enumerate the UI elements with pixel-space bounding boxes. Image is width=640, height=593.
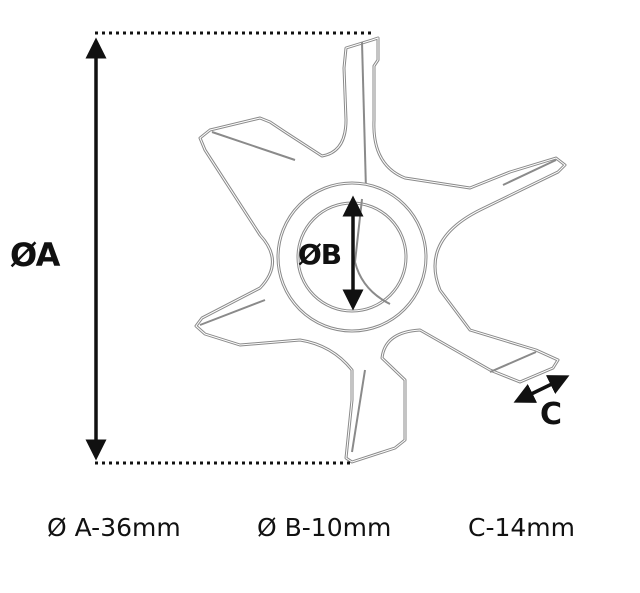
dimension-c-arrow (513, 375, 570, 403)
spec-a-text: Ø A-36mm (47, 513, 181, 542)
spec-b-text: Ø B-10mm (257, 513, 392, 542)
dimension-a-label: ØA (10, 236, 60, 274)
dimension-c-label: C (540, 397, 563, 432)
spec-c-text: C-14mm (468, 513, 575, 542)
vane-edges (199, 41, 557, 453)
dimension-b-label: ØB (298, 238, 342, 271)
